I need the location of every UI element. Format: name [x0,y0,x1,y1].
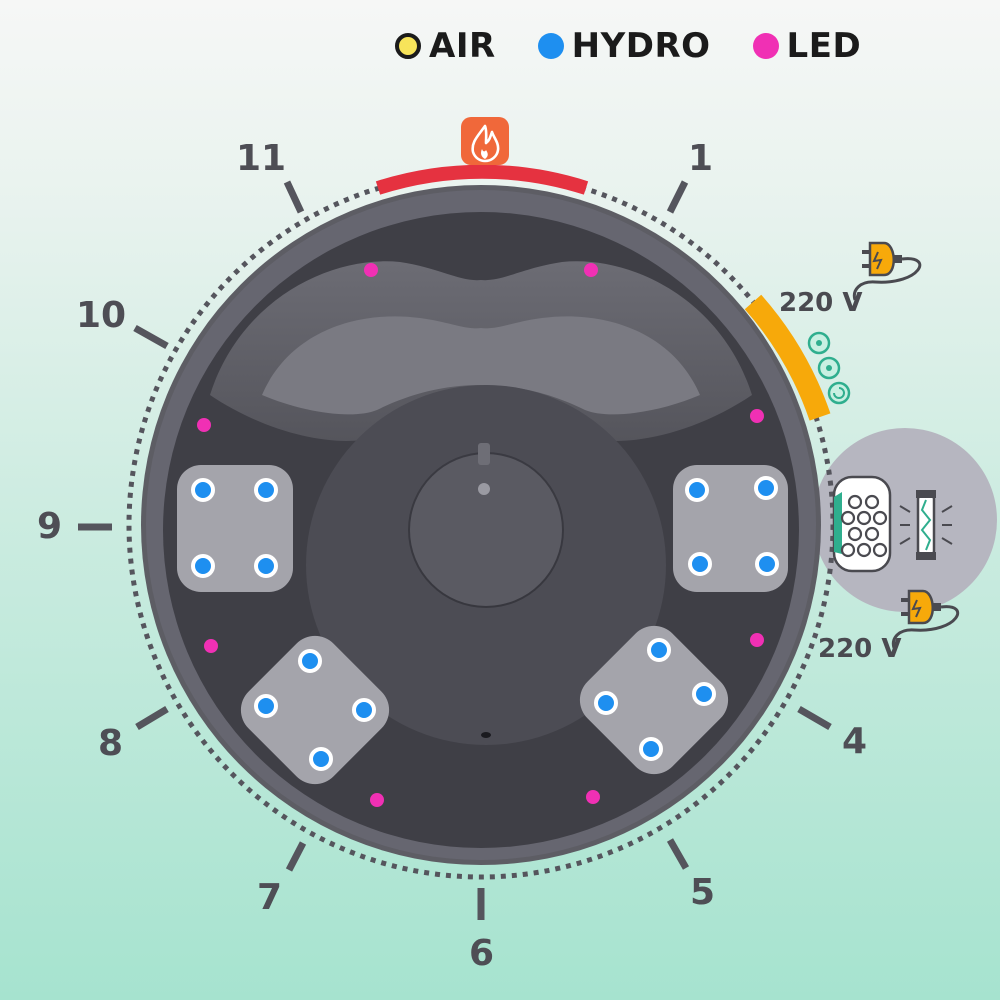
clock-label-7: 7 [257,877,283,918]
jet-pad-left [177,465,293,592]
power-plug-icon [852,241,922,301]
clock-label-4: 4 [842,721,868,762]
jet-pad-lower-right [579,625,729,775]
clock-label-10: 10 [76,295,127,336]
drain-icon [478,483,490,495]
legend-label-hydro: HYDRO [571,26,711,66]
legend-label-air: AIR [429,26,496,66]
voltage-label-bottom: 220 V [818,634,902,664]
clock-label-9: 9 [37,506,63,547]
legend-item-led: LED [752,26,862,66]
uv-lamp-icon [899,490,953,560]
legend-item-hydro: HYDRO [537,26,711,66]
clock-label-1: 1 [688,138,714,179]
power-plug-icon [891,589,960,649]
reset-icon [827,381,851,405]
jet-pad-lower-left [240,635,390,785]
control-arc [744,294,831,421]
air-control-icon [817,356,841,380]
clock-ticks [78,180,832,920]
legend: AIR HYDRO LED [395,26,861,66]
clock-label-6: 6 [469,933,495,974]
floor-nozzle [481,732,491,738]
jet-pad-right [673,465,788,592]
voltage-label-top: 220 V [779,288,863,318]
clock-label-5: 5 [690,872,716,913]
hydro-dot-icon [537,33,564,59]
heater-arc [375,164,589,195]
legend-item-air: AIR [395,26,496,66]
led-lights [197,263,764,807]
clock-label-11: 11 [236,138,287,179]
legend-label-led: LED [786,26,862,66]
clock-label-8: 8 [98,723,124,764]
jets-control-icon [807,331,831,355]
air-dot-icon [395,33,421,59]
footwell-nozzle [478,443,490,465]
filter-cartridge-icon [832,475,892,573]
flame-icon [461,117,509,165]
led-dot-icon [752,33,779,59]
